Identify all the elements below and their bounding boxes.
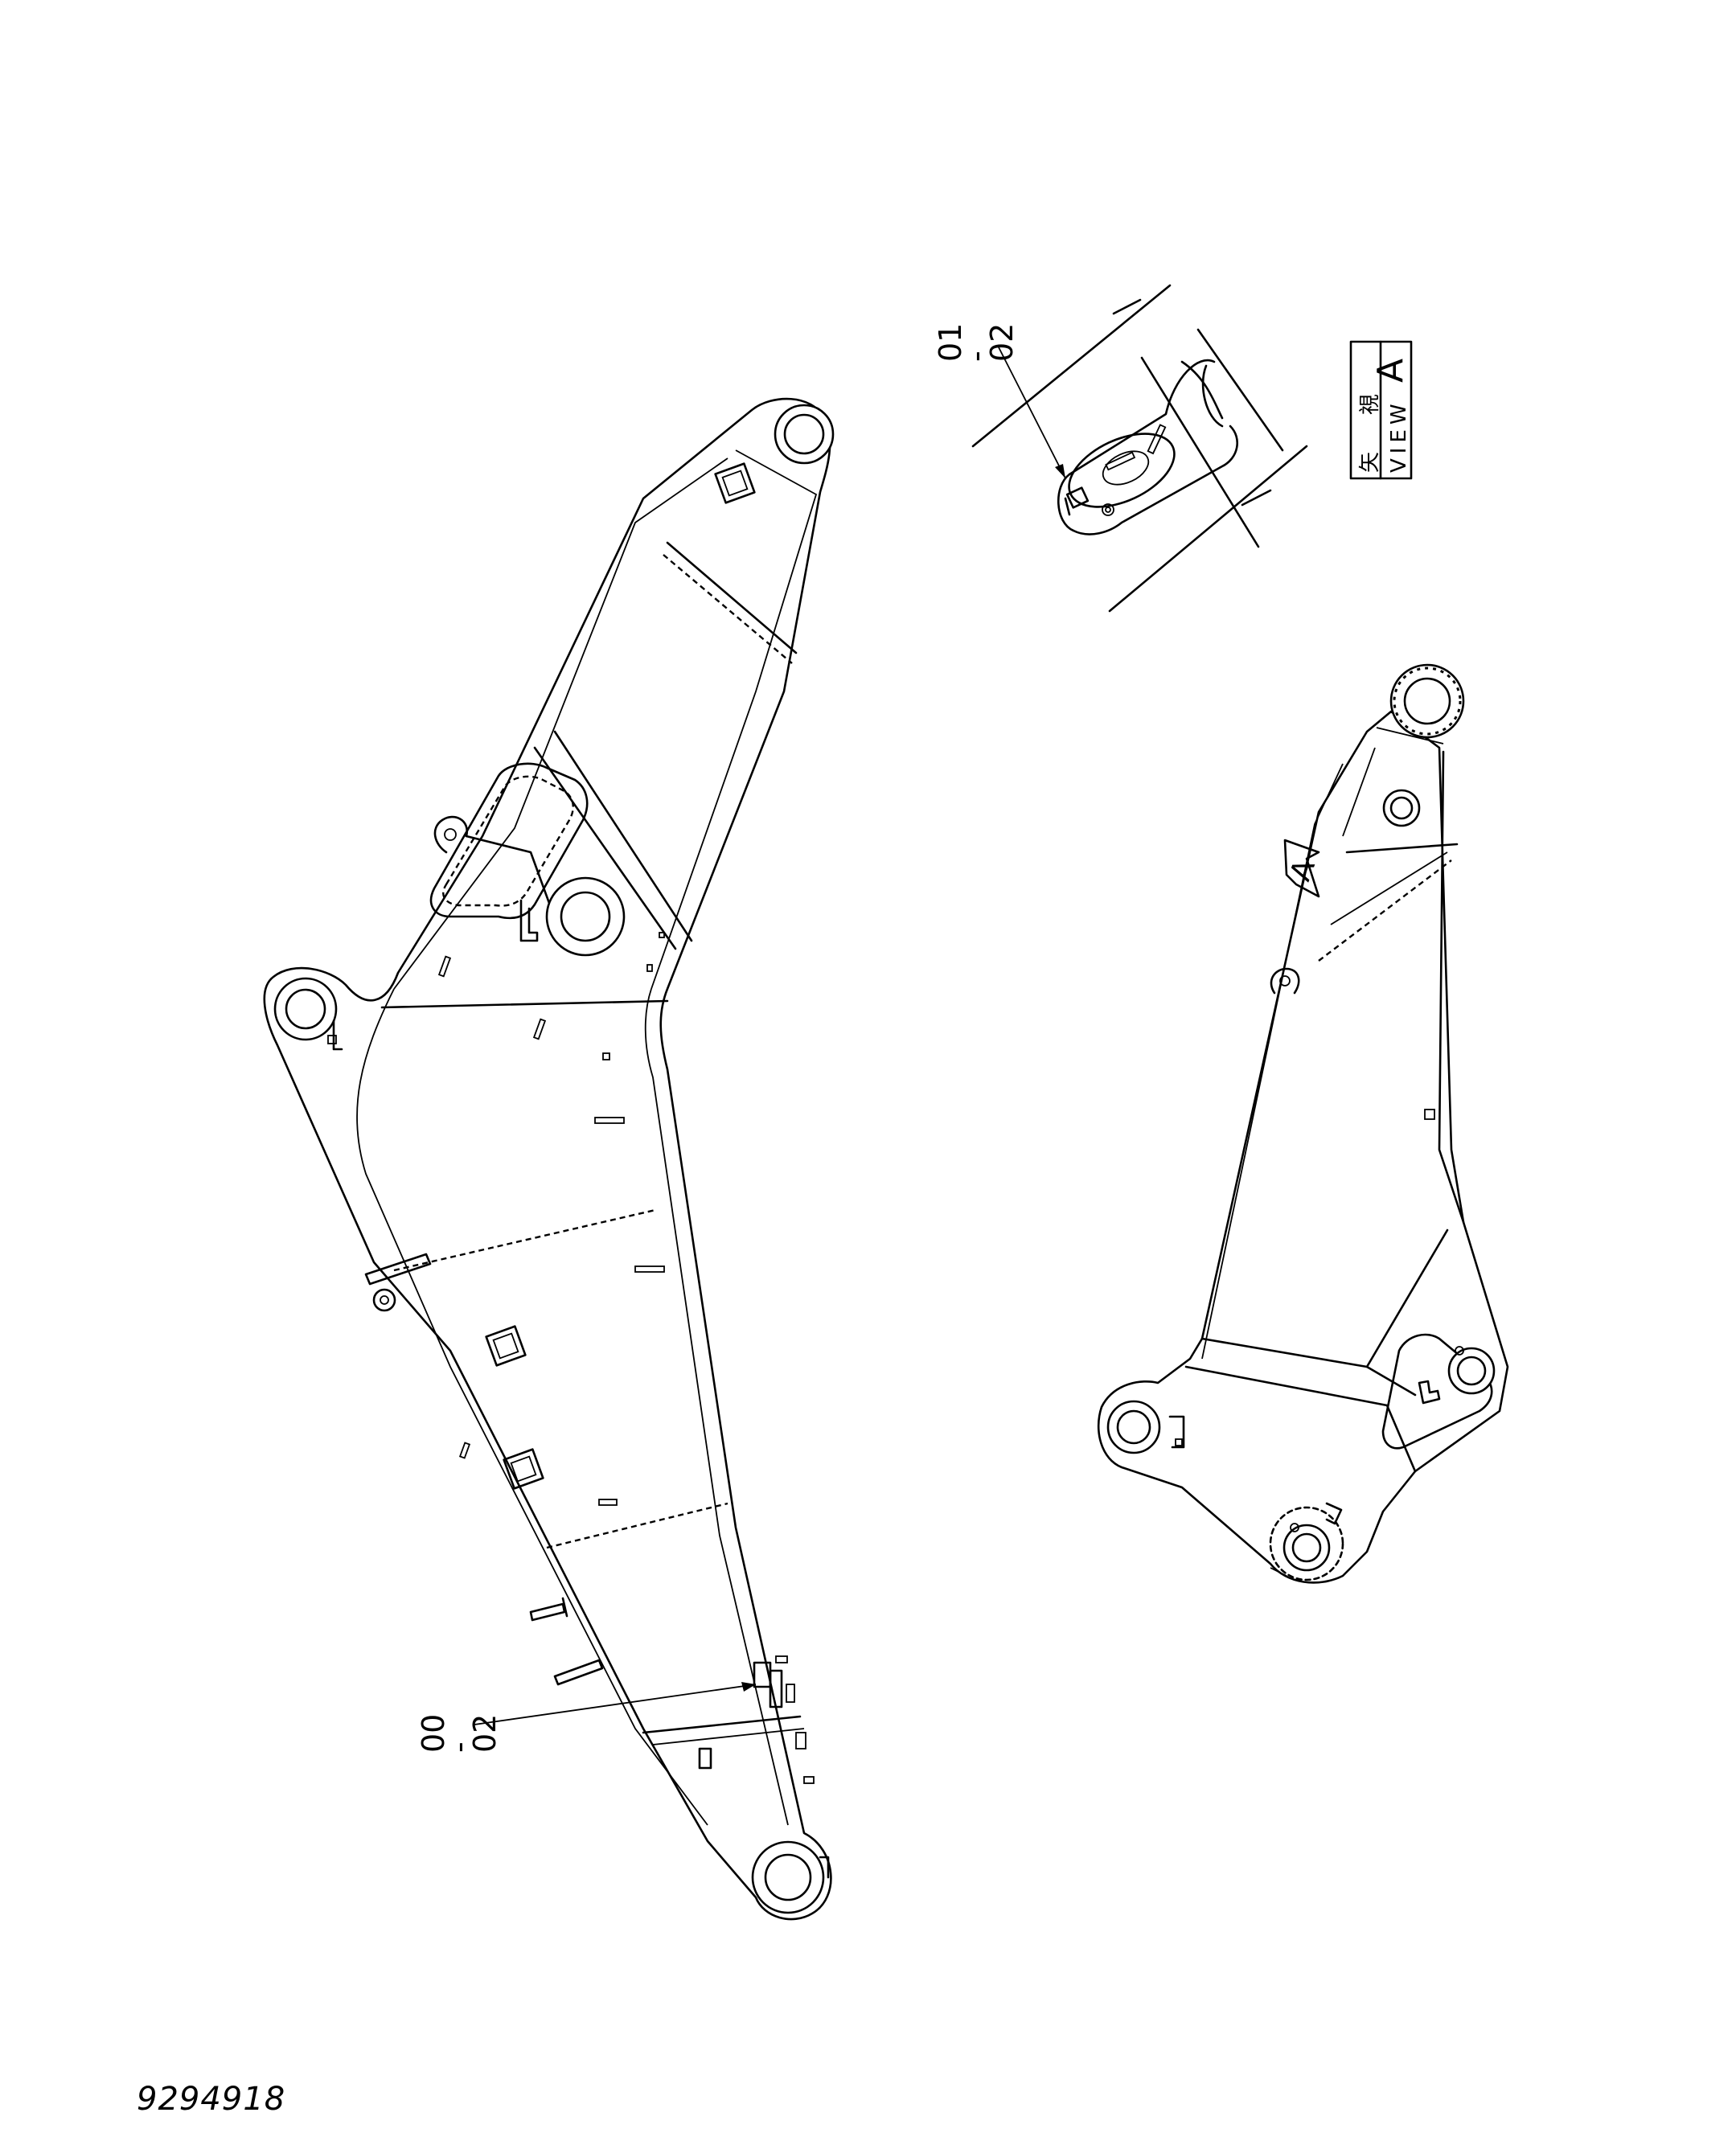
view-letter: A [1370,359,1411,383]
view-jp-2: 視 [1358,394,1382,415]
arm-drawing: A [1097,663,1509,1584]
callout-01-02: 01 - 02 [933,323,1020,362]
left-pin-boss [273,977,338,1041]
arm-outline [1097,710,1509,1584]
view-a-label: 矢 視 A VIEW [1349,340,1413,480]
callout-01-02-dash: - [958,351,994,362]
callout-01-02-bottom: 02 [984,323,1020,362]
top-pin-boss [774,404,835,465]
callout-01-02-top: 01 [933,323,968,362]
callout-00-02-top: 00 [416,1714,451,1753]
arm-left-pin [1106,1400,1161,1454]
boom-outline [263,397,832,1921]
middle-pin-boss [545,876,626,957]
view-en: VIEW [1387,399,1411,473]
detail-view-a [971,284,1308,613]
boom-drawing [263,397,835,1921]
drawing-number: 9294918 [137,2081,286,2118]
skin-slots [437,932,665,1506]
arm-right-pin [1447,1347,1496,1395]
callout-00-02-dash: - [441,1741,477,1753]
arm-bottom-pin [1283,1524,1331,1572]
bottom-pin-boss [751,1840,825,1914]
callout-00-02-bottom: 02 [467,1714,503,1753]
callout-00-02: 00 - 02 [416,1682,757,1753]
arrow-letter: A [1284,855,1322,886]
view-jp-1: 矢 [1358,452,1382,473]
arm-top-pin-boss [1389,663,1465,739]
view-arrow-a: A [1283,839,1322,898]
